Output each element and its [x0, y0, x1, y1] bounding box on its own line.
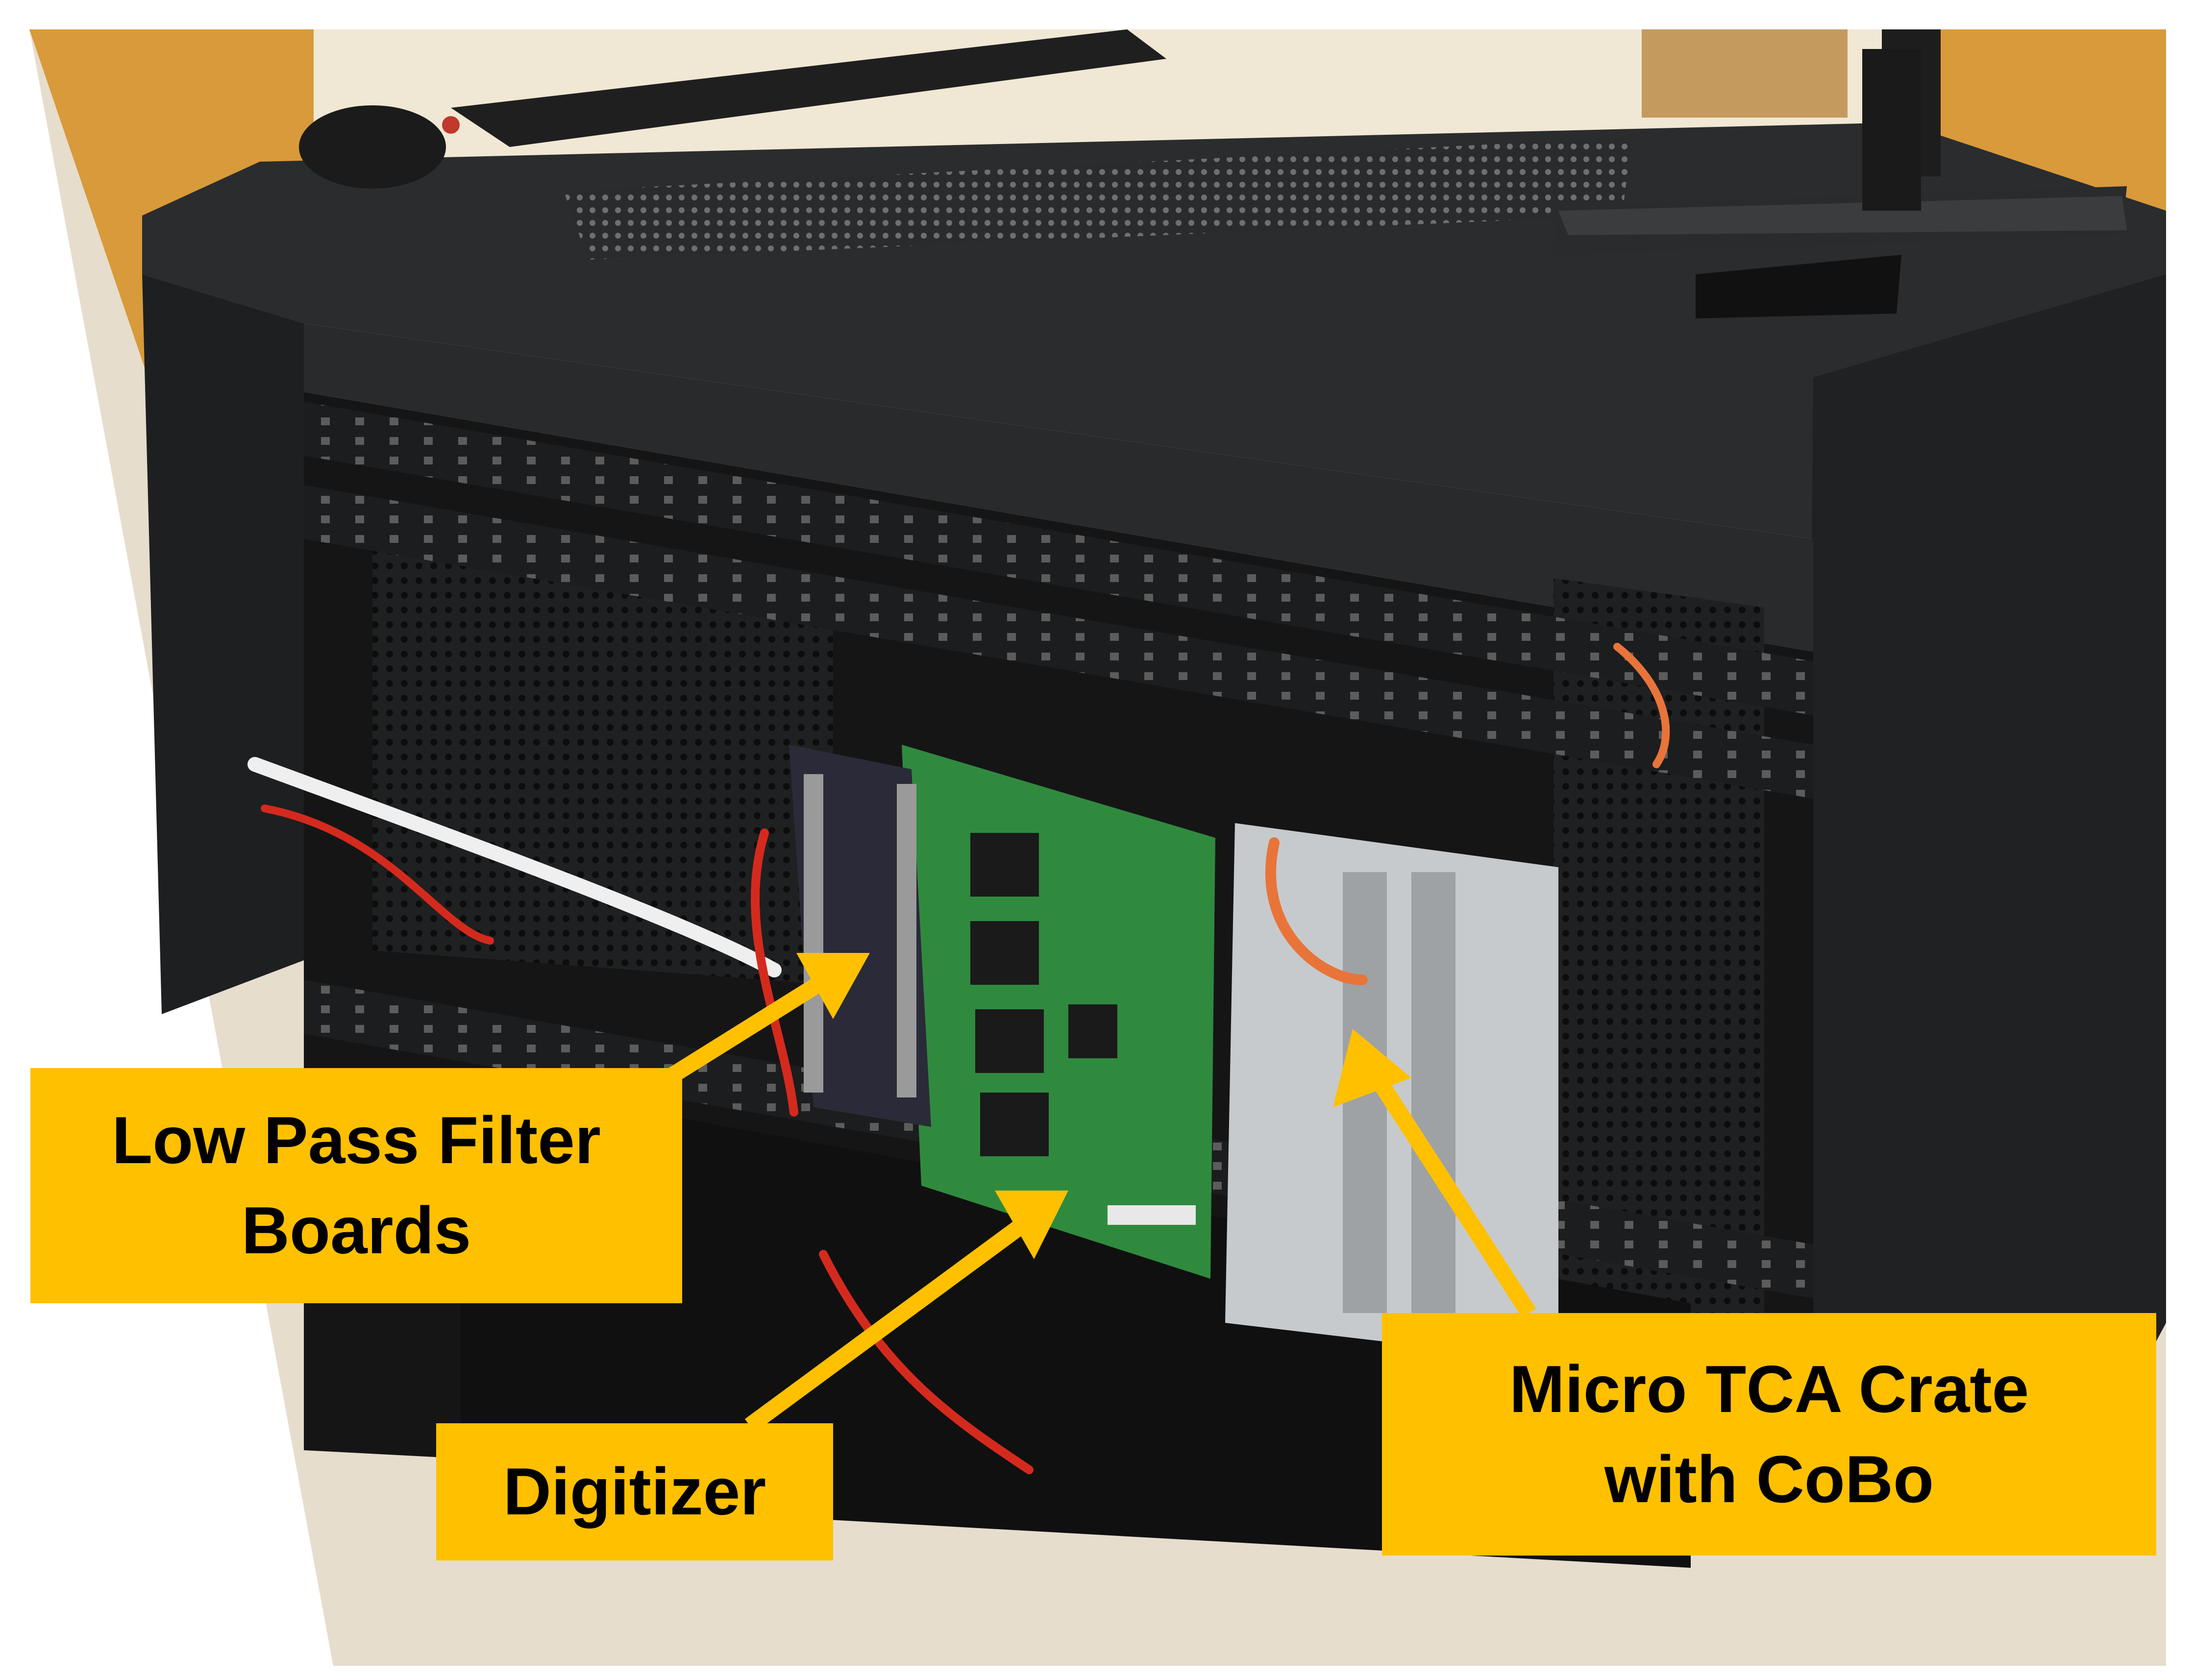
callout-micro-tca-line2: with CoBo [1604, 1441, 1934, 1516]
low-pass-filter-boards [789, 745, 931, 1127]
callout-micro-tca-line1: Micro TCA Crate [1509, 1351, 2029, 1426]
callout-digitizer-label: Digitizer [503, 1454, 766, 1529]
callout-low-pass-filter-boards: Low Pass Filter Boards [30, 1068, 682, 1303]
cables [247, 643, 1670, 1474]
callout-digitizer: Digitizer [436, 1423, 833, 1560]
desk-peripherals [299, 29, 2127, 235]
callout-low-pass-filter-line2: Boards [241, 1193, 471, 1267]
callout-micro-tca-crate: Micro TCA Crate with CoBo [1382, 1313, 2156, 1556]
callout-low-pass-filter-line1: Low Pass Filter [112, 1103, 601, 1178]
digitizer-board [902, 745, 1215, 1279]
